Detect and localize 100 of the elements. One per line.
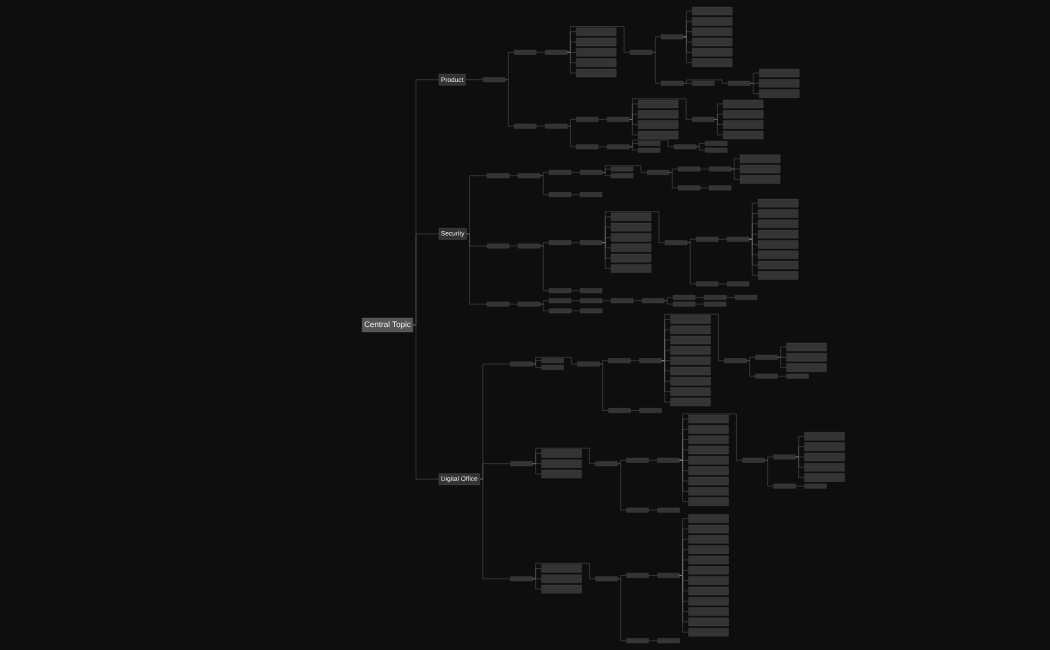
branch-box	[514, 123, 537, 129]
connector-line	[746, 357, 756, 361]
connector-line	[479, 479, 511, 579]
branch-box	[759, 79, 800, 88]
connector-line	[567, 26, 631, 53]
branch-box	[759, 89, 800, 98]
central-topic-box: Central Topic	[362, 317, 413, 333]
branch-box	[688, 566, 729, 575]
branch-box	[639, 408, 662, 413]
branch-box	[688, 524, 729, 534]
connector-line	[731, 158, 741, 170]
branch-box	[639, 358, 662, 364]
branch-box	[541, 358, 564, 364]
branch-box	[576, 37, 617, 47]
connector-line	[714, 119, 724, 136]
branch-box	[657, 457, 680, 463]
connector-line	[749, 233, 759, 240]
branch-box	[678, 185, 701, 191]
branch-box	[626, 638, 649, 644]
connector-line	[617, 463, 627, 511]
branch-box	[670, 315, 711, 324]
branch-box	[692, 117, 715, 122]
branch-box	[786, 342, 827, 352]
branch-box	[483, 77, 506, 83]
branch-box	[758, 219, 799, 228]
branch-box	[487, 243, 510, 249]
connector-line	[599, 360, 609, 365]
branch-box	[773, 483, 796, 489]
branch-box	[576, 117, 599, 122]
connector-line	[777, 357, 787, 368]
connector-line	[652, 36, 662, 53]
connector-line	[540, 245, 550, 291]
connector-line	[664, 297, 674, 301]
branch-box	[518, 243, 541, 249]
connector-line	[532, 563, 596, 579]
branch-box	[758, 240, 799, 249]
connector-line	[532, 448, 596, 464]
branch-box	[541, 469, 582, 479]
connector-line	[764, 456, 774, 461]
branch-box	[673, 301, 696, 307]
branch-box	[728, 80, 751, 86]
branch-box	[755, 373, 778, 379]
connector-line	[540, 303, 550, 312]
branch-box	[688, 607, 729, 616]
branch-box	[611, 223, 652, 232]
branch-box	[541, 459, 582, 468]
branch-box	[758, 260, 799, 270]
branch-box	[692, 6, 733, 16]
branch-box	[541, 449, 582, 458]
connector-line	[532, 463, 542, 475]
branch-box	[608, 408, 631, 413]
branch-box	[661, 34, 684, 40]
branch-box	[804, 463, 845, 472]
branch-box	[688, 545, 729, 554]
connector-line	[505, 52, 515, 80]
branch-box	[595, 461, 618, 467]
connector-line	[571, 172, 581, 173]
connector-line	[679, 575, 689, 633]
branch-box	[727, 236, 750, 242]
connector-line	[617, 578, 627, 641]
branch-box	[626, 507, 649, 513]
branch-box	[688, 487, 729, 496]
branch-box	[670, 387, 711, 396]
branch-box	[549, 288, 572, 294]
connector-line	[679, 413, 743, 461]
branch-box	[642, 298, 665, 304]
branch-box	[487, 173, 510, 179]
branch-box	[692, 17, 733, 26]
connector-line	[669, 168, 679, 173]
branch-box	[692, 80, 715, 86]
connector-line	[679, 460, 689, 502]
branch-box	[657, 573, 680, 578]
connector-line	[532, 357, 578, 365]
branch-box	[611, 243, 652, 252]
connector-line	[683, 36, 693, 63]
branch-box	[580, 298, 603, 304]
connector-line	[695, 297, 705, 298]
connector-line	[687, 242, 697, 285]
branch-box	[607, 144, 630, 150]
branch-box	[630, 49, 653, 55]
branch-box	[688, 476, 729, 486]
branch-box	[758, 229, 799, 239]
branch-box	[611, 298, 634, 304]
branch-box	[665, 240, 688, 245]
branch-box	[626, 573, 649, 578]
connector-line	[598, 119, 608, 120]
branch-box	[510, 461, 533, 467]
branch-box	[688, 425, 729, 434]
connector-line	[777, 346, 787, 358]
branch-box	[611, 233, 652, 242]
connector-line	[532, 363, 542, 368]
branch-box	[580, 288, 603, 294]
branch-box	[580, 240, 603, 245]
branch-box	[692, 27, 733, 36]
connector-line	[750, 83, 760, 94]
branch-box	[670, 325, 711, 334]
branch-box	[576, 144, 599, 150]
branch-box	[688, 435, 729, 444]
connector-line	[567, 52, 577, 74]
branch-box	[638, 99, 679, 109]
